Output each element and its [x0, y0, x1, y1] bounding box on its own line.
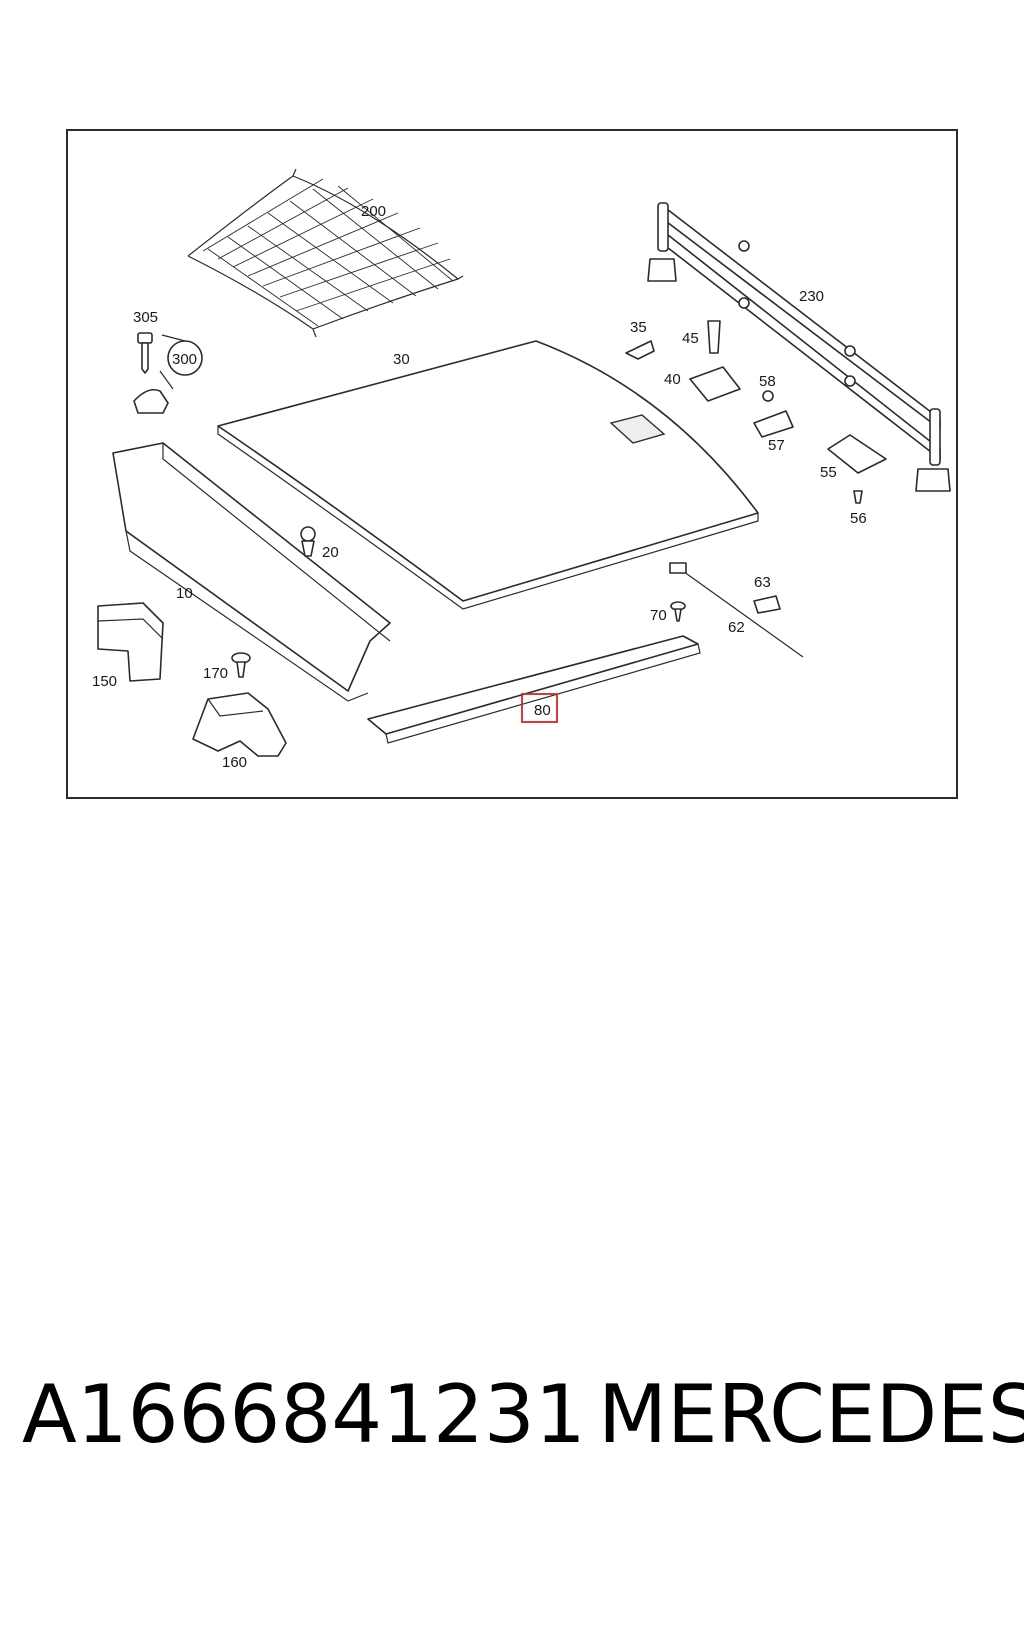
clip-20-part: [300, 526, 316, 557]
callout-80: 80: [534, 702, 551, 719]
cargo-net-part: [187, 168, 464, 338]
callout-230: 230: [799, 288, 824, 305]
callout-300: 300: [172, 351, 197, 368]
retainer-300-part: [133, 334, 203, 414]
callout-200: 200: [361, 203, 386, 220]
screw-70-part: [670, 601, 686, 622]
parts-diagram-frame: 200 230 305 300 30 35 45 40 58 57 55 56 …: [66, 129, 958, 799]
callout-45: 45: [682, 330, 699, 347]
bracket-57-part: [753, 410, 794, 438]
handle-40-part: [689, 366, 741, 402]
callout-40: 40: [664, 371, 681, 388]
cable-62-part: [669, 562, 804, 658]
callout-62: 62: [728, 619, 745, 636]
screw-56-part: [853, 490, 863, 504]
bracket-160-part: [192, 692, 287, 757]
callout-58: 58: [759, 373, 776, 390]
bracket-55-part: [827, 434, 887, 474]
highlighted-callout-box: [521, 693, 558, 723]
screw-305-part: [137, 332, 153, 374]
side-trim-panel-part: [112, 442, 391, 702]
bracket-35-part: [625, 340, 655, 360]
callout-150: 150: [92, 673, 117, 690]
load-barrier-rails-part: [647, 202, 951, 492]
callout-57: 57: [768, 437, 785, 454]
callout-10: 10: [176, 585, 193, 602]
callout-70: 70: [650, 607, 667, 624]
callout-20: 20: [322, 544, 339, 561]
part-number: A1666841231: [22, 1368, 586, 1461]
clip-63-part: [753, 595, 781, 614]
brand-name: MERCEDES: [598, 1368, 1024, 1461]
callout-55: 55: [820, 464, 837, 481]
screw-58-part: [762, 390, 774, 402]
exploded-parts-diagram: 200 230 305 300 30 35 45 40 58 57 55 56 …: [92, 168, 951, 771]
part-caption: A1666841231 MERCEDES: [0, 1368, 1024, 1478]
callout-30: 30: [393, 351, 410, 368]
cargo-cover-part: [217, 340, 759, 610]
callout-63: 63: [754, 574, 771, 591]
callout-160: 160: [222, 754, 247, 771]
callout-35: 35: [630, 319, 647, 336]
callout-56: 56: [850, 510, 867, 527]
load-sill-rail-part: [367, 635, 701, 744]
bracket-150-part: [97, 602, 164, 682]
callout-305: 305: [133, 309, 158, 326]
screw-170-part: [231, 652, 251, 678]
callout-170: 170: [203, 665, 228, 682]
fastener-45-part: [707, 320, 721, 354]
